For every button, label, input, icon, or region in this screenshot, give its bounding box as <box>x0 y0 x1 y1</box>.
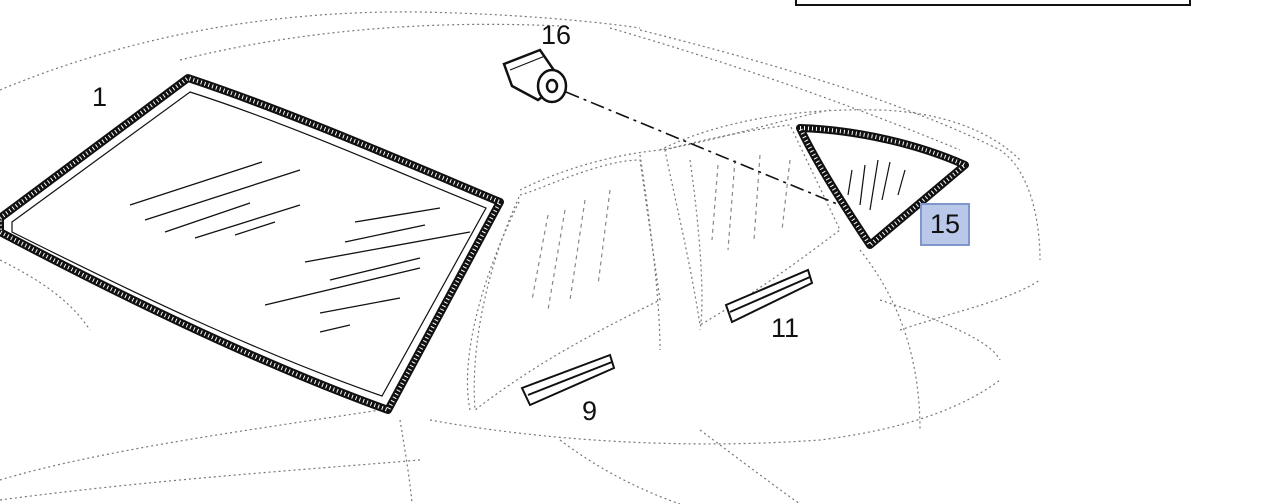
door-glass-hatching <box>531 154 791 311</box>
windscreen-part <box>0 74 504 414</box>
moulding-part-9 <box>520 353 616 407</box>
callout-part-9[interactable]: 9 <box>582 396 598 426</box>
car-body-outline <box>0 11 1041 504</box>
callout-part-16[interactable]: 16 <box>541 20 572 50</box>
clip-part-16 <box>502 48 568 104</box>
callout-part-15[interactable]: 15 <box>920 203 971 246</box>
callout-part-11[interactable]: 11 <box>771 313 800 343</box>
leader-line <box>565 91 843 207</box>
callout-part-1[interactable]: 1 <box>92 82 108 112</box>
quarter-glass-part <box>796 124 969 249</box>
moulding-part-11 <box>724 268 814 324</box>
frame-box <box>795 0 1191 6</box>
